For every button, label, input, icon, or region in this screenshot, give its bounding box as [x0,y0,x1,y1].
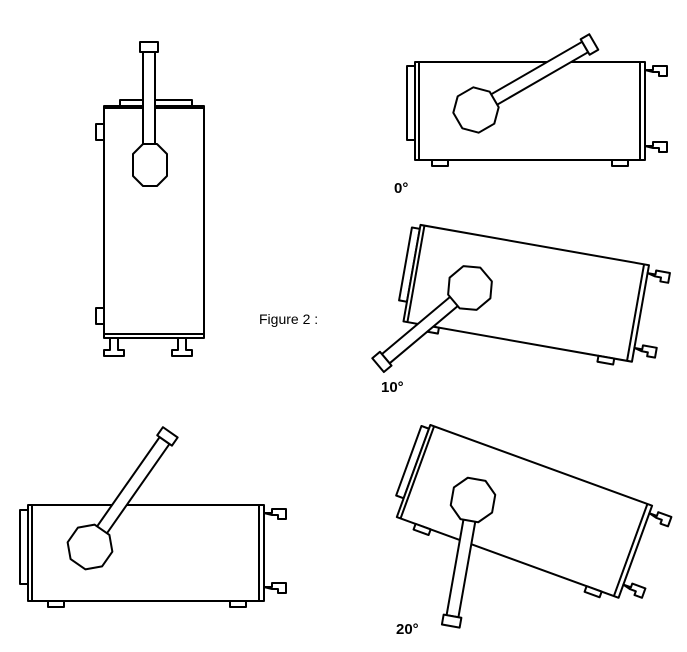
angle-label-10: 10° [381,379,404,396]
figure-caption: Figure 2 : [259,311,319,327]
angle-label-0: 0° [394,180,409,197]
handle-hub-octagon [132,143,168,187]
instrument-handle-raised [19,426,287,608]
angle-label-20: 20° [396,621,419,638]
instrument-0-degree [406,33,668,167]
instrument-upright [95,41,205,357]
instrument-10-degree [398,223,671,366]
handle-10-degree [371,265,493,374]
instrument-20-degree [395,423,673,599]
handle-20-degree [440,476,497,629]
